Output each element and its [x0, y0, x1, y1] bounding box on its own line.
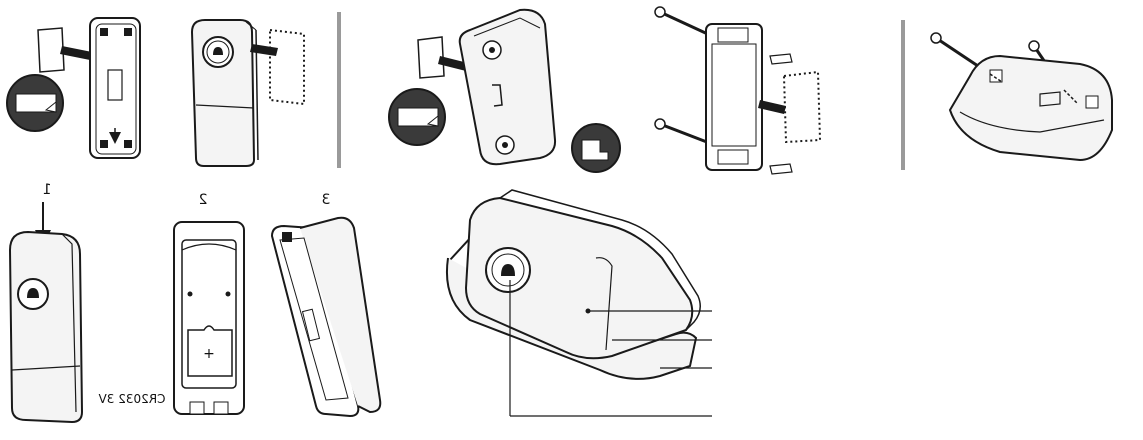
panel-front-adhesive: [190, 19, 305, 167]
transmitter-large-top-edge: [499, 189, 701, 331]
dotted-mount-area: [269, 28, 305, 106]
zoom-screw-profile: [581, 139, 609, 161]
zoom-peel-corner: [44, 100, 57, 113]
transmitter-step1-seam: [11, 365, 81, 371]
battery-housing-inner: [181, 239, 237, 389]
housing-screw-left: [187, 291, 193, 297]
adhesive-pad-c: [417, 36, 445, 79]
battery-label: CR2032 3V: [98, 392, 166, 406]
back-cover-inner-step3: [279, 237, 349, 401]
transmitter-edge: [245, 21, 257, 31]
stand-slot: [1039, 91, 1061, 107]
screw-hole-top-core: [489, 47, 495, 53]
bell-icon-large: [501, 264, 515, 276]
bell-icon: [213, 47, 223, 55]
screw-top: [659, 10, 713, 38]
back-plate: [89, 17, 141, 159]
screw-bottom: [659, 122, 713, 146]
screw-bottom-head: [654, 118, 666, 130]
screw-guide-left: [989, 73, 1003, 83]
transmitter-large-seam: [595, 257, 613, 351]
adhesive-pad: [37, 27, 65, 73]
clip-tl: [100, 28, 108, 36]
transmitter-in-stand: [446, 189, 712, 417]
hook-slot: [492, 84, 503, 107]
battery-housing: [173, 221, 245, 415]
screw-guide-right: [1063, 89, 1079, 105]
panel-screw-mount: [654, 6, 822, 175]
apply-arrow-front: [250, 44, 278, 56]
back-plate-d-inner: [711, 43, 757, 147]
stand-screw-left-head: [930, 32, 942, 44]
step-label-1: 1: [43, 182, 52, 198]
housing-curve: [181, 243, 237, 251]
zoom-peel-corner-c: [426, 114, 439, 127]
transmitter-step1: [8, 230, 84, 424]
back-plate-d: [705, 23, 763, 171]
stand-lip: [959, 111, 1105, 133]
clip-br: [124, 140, 132, 148]
stand-peg-right: [1085, 95, 1099, 109]
dotted-mount-area-d: [782, 70, 822, 144]
cover-slot-step3: [301, 308, 321, 342]
bell-button-ring: [206, 40, 230, 64]
back-edge-line: [473, 17, 541, 37]
panel-angled-back: [388, 8, 621, 173]
battery-plus: +: [203, 346, 215, 362]
apply-arrow-d: [758, 100, 786, 114]
step-label-2: 2: [199, 192, 208, 208]
plate-top-clip: [717, 27, 749, 43]
transmitter-large: [464, 196, 694, 360]
step-label-3: 3: [322, 192, 331, 208]
cover-clip-step3: [282, 232, 292, 242]
clip-bl: [100, 140, 108, 148]
wall-plug-bottom: [769, 163, 793, 175]
front-cover-step3: [299, 216, 382, 414]
stand-peg-left: [989, 69, 1003, 83]
screw-top-head: [654, 6, 666, 18]
housing-tab-left: [189, 401, 205, 415]
stand-screw-right-head: [1028, 40, 1040, 52]
bell-icon-step1: [27, 288, 39, 298]
back-plate-inner: [95, 23, 137, 155]
step-3-reassemble: [270, 216, 382, 418]
step-2-battery-compartment: +: [173, 221, 245, 415]
transmitter-step1-side: [61, 233, 77, 413]
clip-tr: [124, 28, 132, 36]
transmitter-seam: [195, 104, 255, 109]
bell-button-large-ring: [491, 253, 525, 287]
panel-adhesive-back-plate: [6, 17, 141, 159]
back-plate-slot: [107, 69, 123, 101]
plate-bottom-clip: [717, 149, 749, 165]
coin-battery: [187, 325, 233, 377]
step-1-open-transmitter: [8, 202, 84, 424]
housing-screw-right: [225, 291, 231, 297]
apply-arrow: [60, 46, 92, 60]
screw-hole-bottom-core: [502, 142, 508, 148]
wall-plug-top: [769, 53, 793, 65]
housing-tab-right: [213, 401, 229, 415]
panel-stand-screws: [930, 32, 1113, 162]
